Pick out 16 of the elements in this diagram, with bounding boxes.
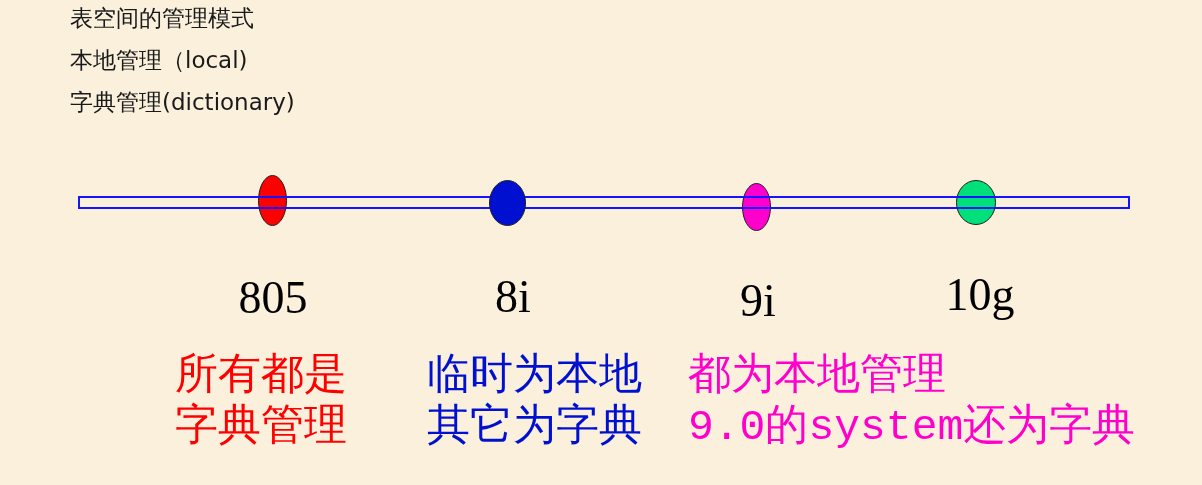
version-label: 805 [238, 275, 308, 321]
description-text: 9.0的system还为字典 [688, 402, 1136, 453]
description-text: 临时为本地 [427, 351, 642, 402]
timeline-dot [956, 179, 996, 225]
note-text: 字典管理(dictionary) [70, 88, 295, 116]
timeline-dot [257, 174, 287, 226]
description-text: 其它为字典 [427, 402, 642, 453]
version-label: 9i [740, 278, 776, 324]
description-text: 都为本地管理 [688, 351, 946, 402]
description-text: 所有都是字典管理 [175, 351, 348, 453]
version-label: 10g [945, 272, 1015, 318]
title: 表空间的管理模式 [70, 4, 254, 32]
version-label: 8i [495, 274, 531, 320]
timeline-dot [741, 183, 771, 231]
timeline-dot [488, 180, 526, 226]
note-text: 本地管理（local) [70, 46, 248, 74]
